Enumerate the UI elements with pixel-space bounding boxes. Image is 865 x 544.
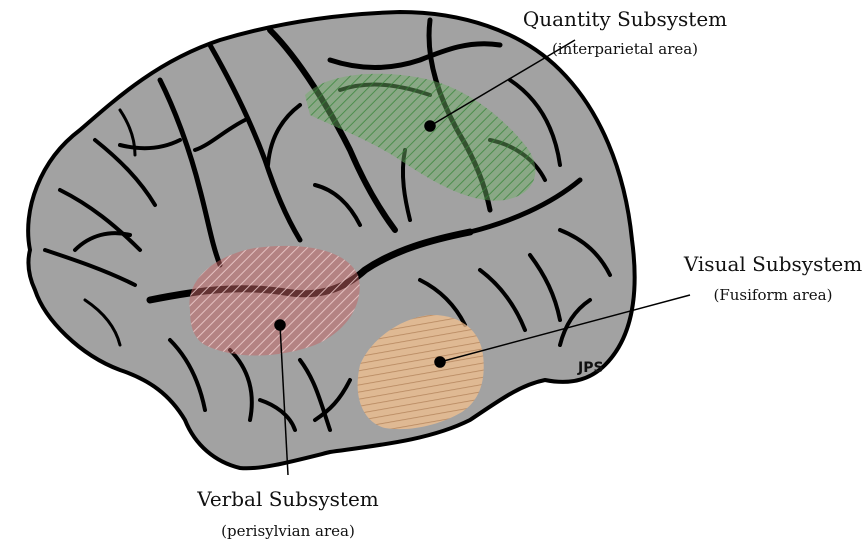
quantity-label-title: Quantity Subsystem — [523, 7, 727, 31]
signature: JPS — [577, 360, 604, 376]
verbal-label-title: Verbal Subsystem — [196, 487, 379, 511]
visual-label-title: Visual Subsystem — [683, 252, 862, 276]
quantity-label-subtitle: (interparietal area) — [552, 40, 698, 58]
verbal-label-subtitle: (perisylvian area) — [221, 522, 355, 540]
visual-label-subtitle: (Fusiform area) — [714, 286, 833, 304]
